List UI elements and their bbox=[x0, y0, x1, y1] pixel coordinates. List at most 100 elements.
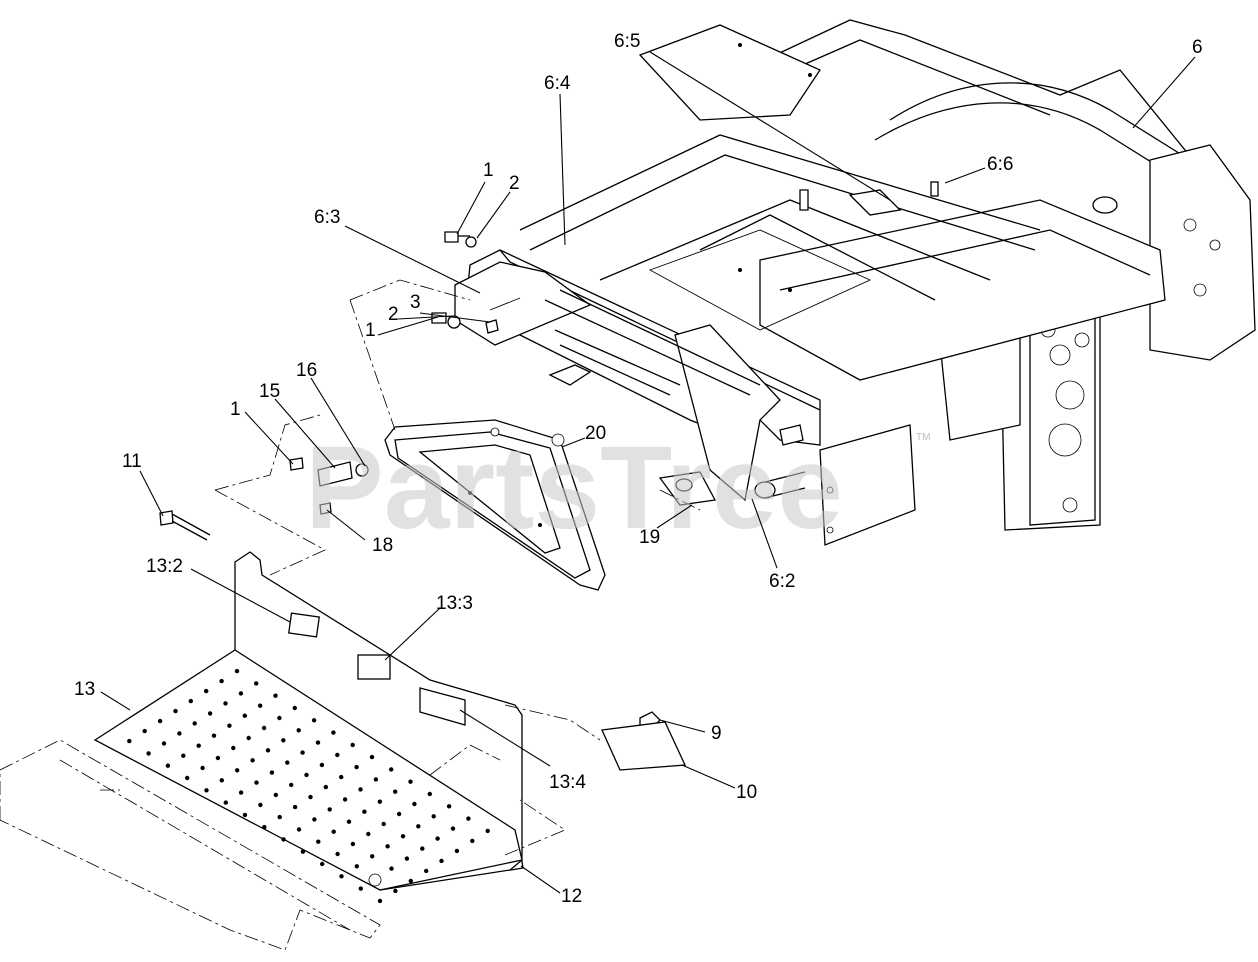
perforation-hole bbox=[470, 838, 475, 844]
callout-13-3: 13:3 bbox=[436, 593, 473, 614]
perforation-hole bbox=[254, 681, 259, 686]
perforation-hole bbox=[258, 703, 263, 708]
perforation-hole bbox=[427, 791, 432, 797]
perforation-hole bbox=[219, 678, 224, 684]
perforation-hole bbox=[296, 728, 301, 733]
perforation-hole bbox=[238, 691, 244, 696]
panel-20 bbox=[384, 419, 606, 591]
perforation-hole bbox=[161, 741, 167, 746]
perforation-hole bbox=[227, 723, 232, 728]
perforation-hole bbox=[320, 861, 325, 867]
callout-13-2: 13:2 bbox=[146, 556, 183, 577]
perforation-hole bbox=[485, 828, 490, 834]
watermark-text: PartsTree bbox=[305, 422, 843, 554]
perforation-hole bbox=[165, 763, 171, 768]
perforation-hole bbox=[269, 770, 275, 775]
leader-lines bbox=[100, 51, 1196, 894]
perforation-hole bbox=[389, 767, 394, 772]
perforation-hole bbox=[277, 814, 282, 820]
perforation-hole bbox=[315, 740, 321, 745]
perforation-hole bbox=[273, 792, 278, 798]
perforation-hole bbox=[296, 827, 302, 832]
callout-16: 16 bbox=[296, 360, 317, 381]
perforation-hole bbox=[331, 829, 336, 834]
callout-6-5: 6:5 bbox=[614, 31, 640, 52]
perforation-hole bbox=[192, 721, 197, 726]
perforation-hole bbox=[127, 738, 132, 744]
perforation-hole bbox=[439, 858, 444, 864]
perforation-hole bbox=[400, 834, 406, 839]
perforation-hole bbox=[238, 790, 244, 795]
callout-labels: 1 2 6:3 6:4 6:5 6 6:6 1 2 3 1 15 16 20 1… bbox=[74, 31, 1203, 907]
callout-6-4: 6:4 bbox=[544, 73, 571, 94]
foot-plate-13 bbox=[93, 551, 523, 904]
perforation-hole bbox=[466, 816, 471, 821]
perforation-hole bbox=[354, 764, 359, 770]
perforation-hole bbox=[262, 824, 267, 830]
callout-1: 1 bbox=[483, 160, 494, 181]
perforation-hole bbox=[370, 854, 375, 859]
perforation-hole bbox=[435, 836, 440, 841]
perforation-hole bbox=[323, 784, 328, 790]
perforation-hole bbox=[181, 753, 186, 758]
perforation-hole bbox=[416, 824, 421, 829]
perforation-hole bbox=[312, 817, 317, 822]
callout-13-4: 13:4 bbox=[549, 772, 586, 793]
callout-2: 2 bbox=[388, 304, 399, 325]
perforation-hole bbox=[173, 708, 178, 714]
perforation-hole bbox=[424, 868, 429, 874]
callout-11: 11 bbox=[122, 451, 142, 472]
callout-10: 10 bbox=[736, 782, 757, 803]
perforation-hole bbox=[285, 760, 290, 765]
perforation-hole bbox=[339, 774, 344, 780]
perforation-hole bbox=[200, 765, 205, 771]
perforation-hole bbox=[331, 730, 336, 735]
callout-6-2: 6:2 bbox=[769, 571, 795, 592]
callout-6-3: 6:3 bbox=[314, 207, 340, 228]
perforation-hole bbox=[385, 844, 390, 849]
perforation-hole bbox=[350, 841, 356, 847]
perforation-hole bbox=[450, 826, 456, 831]
perforation-hole bbox=[396, 811, 402, 817]
callout-2: 2 bbox=[509, 173, 520, 194]
callout-20: 20 bbox=[585, 423, 606, 444]
perforation-hole bbox=[223, 800, 228, 805]
perforation-hole bbox=[250, 758, 255, 763]
perforation-hole bbox=[311, 718, 317, 723]
perforation-hole bbox=[207, 711, 213, 716]
watermark-trademark: TM bbox=[916, 432, 930, 443]
perforation-hole bbox=[246, 735, 251, 741]
callout-18: 18 bbox=[372, 535, 393, 556]
perforation-hole bbox=[377, 799, 382, 804]
perforation-hole bbox=[342, 797, 348, 802]
perforation-hole bbox=[350, 742, 355, 748]
perforation-hole bbox=[366, 831, 371, 837]
perforation-hole bbox=[204, 688, 209, 694]
callout-13: 13 bbox=[74, 679, 95, 700]
perforation-hole bbox=[377, 898, 383, 904]
callout-15: 15 bbox=[259, 381, 280, 402]
perforation-hole bbox=[292, 705, 297, 711]
perforation-hole bbox=[146, 751, 151, 756]
perforation-hole bbox=[277, 715, 282, 721]
perforation-hole bbox=[408, 779, 413, 784]
perforation-hole bbox=[308, 794, 313, 800]
perforation-hole bbox=[142, 728, 147, 734]
callout-12: 12 bbox=[561, 886, 582, 907]
perforation-hole bbox=[304, 772, 309, 778]
perforation-hole bbox=[235, 768, 240, 773]
perforation-hole bbox=[431, 814, 436, 819]
perforation-holes bbox=[127, 668, 490, 904]
perforation-hole bbox=[281, 738, 286, 743]
perforation-hole bbox=[292, 804, 298, 810]
perforation-hole bbox=[389, 866, 394, 871]
perforation-hole bbox=[369, 754, 375, 760]
perforation-hole bbox=[319, 762, 325, 768]
perforation-hole bbox=[381, 821, 386, 827]
perforation-hole bbox=[242, 713, 247, 718]
perforation-hole bbox=[408, 878, 413, 884]
callout-9: 9 bbox=[711, 723, 722, 744]
perforation-hole bbox=[258, 802, 263, 808]
perforation-hole bbox=[393, 789, 398, 794]
